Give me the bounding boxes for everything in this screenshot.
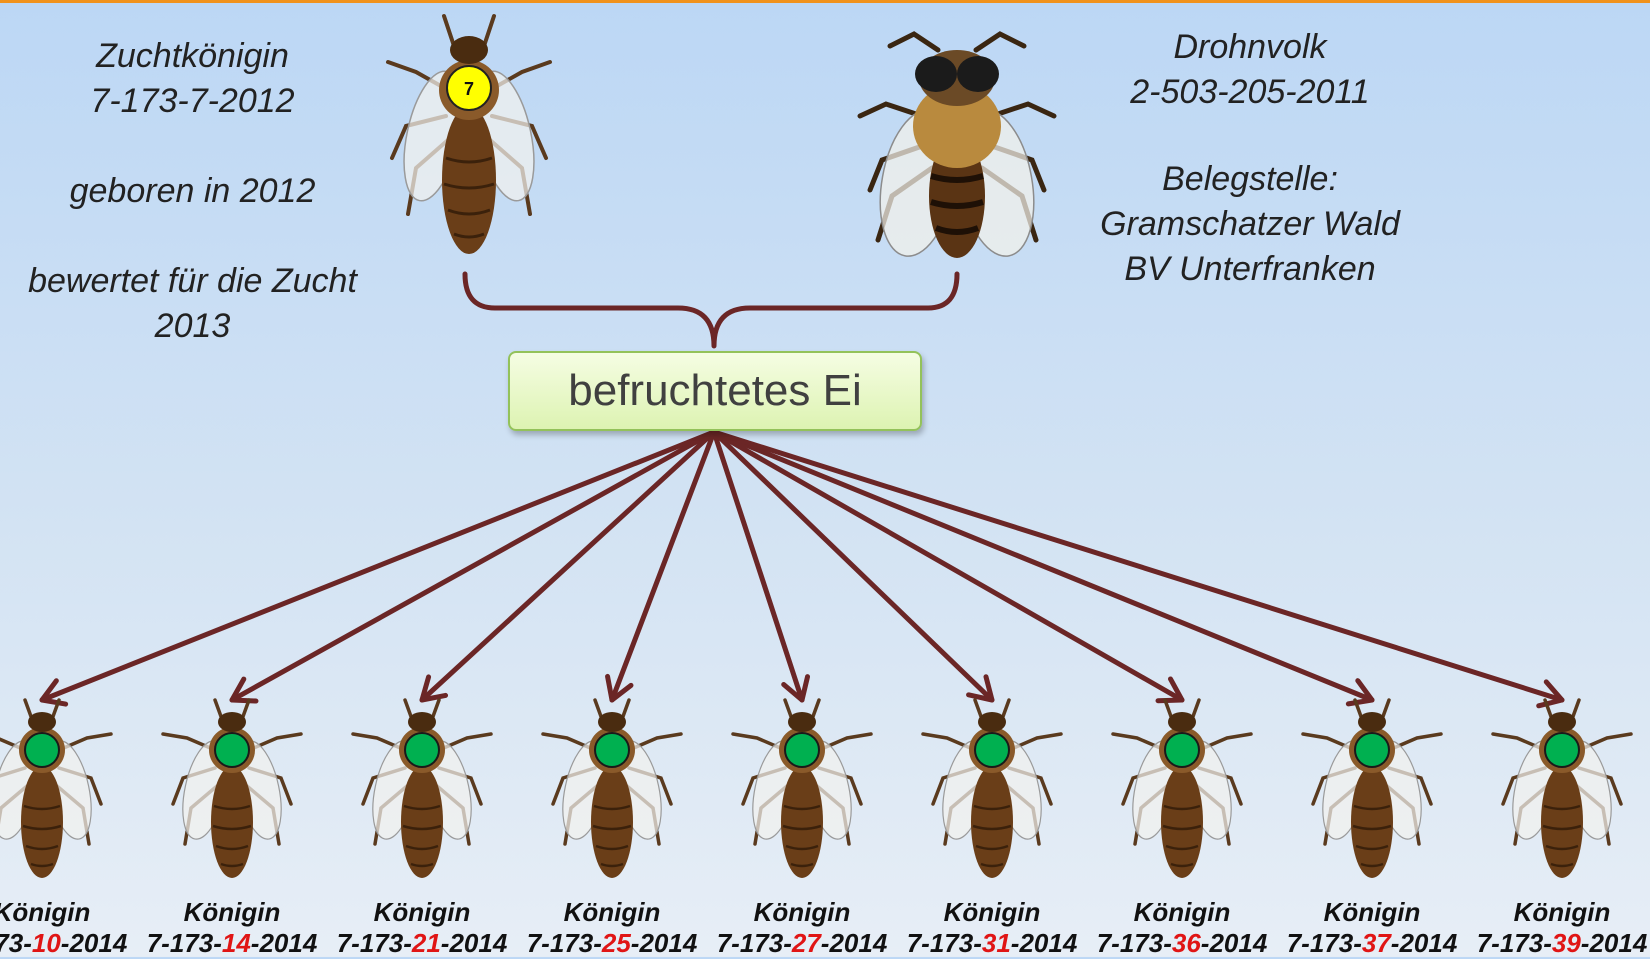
fertilized-egg-box: befruchtetes Ei [508,351,922,431]
daughter-code: 7-173-39-2014 [1467,928,1650,959]
arrow-line [714,432,1372,700]
code-number: 25 [602,928,631,958]
arrow-line [612,432,714,700]
daughter-queen-icon [0,698,117,888]
daughter-title: Königin [0,897,137,928]
code-number: 36 [1172,928,1201,958]
code-prefix: 7-173- [1287,928,1362,958]
daughter-title: Königin [707,897,897,928]
daughter-title: Königin [897,897,1087,928]
code-number: 14 [222,928,251,958]
daughter-title: Königin [327,897,517,928]
daughter-queen-icon [1487,698,1637,888]
code-prefix: 7-173- [907,928,982,958]
daughter-queen-icon [1297,698,1447,888]
code-number: 39 [1552,928,1581,958]
code-prefix: 7-173- [1097,928,1172,958]
daughter-queen-icon [347,698,497,888]
daughter-code: 7-173-21-2014 [327,928,517,959]
code-suffix: -2014 [821,928,888,958]
code-prefix: 7-173- [527,928,602,958]
code-number: 10 [32,928,61,958]
arrow-line [232,432,714,700]
arrow-line [714,432,1562,700]
code-suffix: -2014 [1201,928,1268,958]
code-suffix: -2014 [1581,928,1648,958]
code-number: 31 [982,928,1011,958]
daughter-title: Königin [137,897,327,928]
daughter-queen-icon [1107,698,1257,888]
daughter-code: 7-173-10-2014 [0,928,137,959]
daughter-code: 7-173-14-2014 [137,928,327,959]
code-number: 37 [1362,928,1391,958]
code-suffix: -2014 [251,928,318,958]
code-suffix: -2014 [441,928,508,958]
daughter-queen-icon [917,698,1067,888]
code-number: 27 [792,928,821,958]
daughter-title: Königin [1467,897,1650,928]
code-suffix: -2014 [1011,928,1078,958]
code-number: 21 [412,928,441,958]
daughter-title: Königin [517,897,707,928]
code-prefix: 7-173- [1477,928,1552,958]
daughter-code: 7-173-25-2014 [517,928,707,959]
daughter-queen-icon [537,698,687,888]
arrow-line [42,432,714,700]
code-suffix: -2014 [1391,928,1458,958]
code-suffix: -2014 [61,928,128,958]
code-prefix: 7-173- [0,928,32,958]
daughter-title: Königin [1087,897,1277,928]
parent-brace [465,274,957,346]
daughter-code: 7-173-31-2014 [897,928,1087,959]
code-prefix: 7-173- [147,928,222,958]
daughter-queen-icon [727,698,877,888]
code-suffix: -2014 [631,928,698,958]
daughter-title: Königin [1277,897,1467,928]
daughter-code: 7-173-36-2014 [1087,928,1277,959]
daughter-code: 7-173-27-2014 [707,928,897,959]
code-prefix: 7-173- [717,928,792,958]
daughter-queen-icon [157,698,307,888]
code-prefix: 7-173- [337,928,412,958]
daughter-code: 7-173-37-2014 [1277,928,1467,959]
arrow-line [422,432,714,700]
